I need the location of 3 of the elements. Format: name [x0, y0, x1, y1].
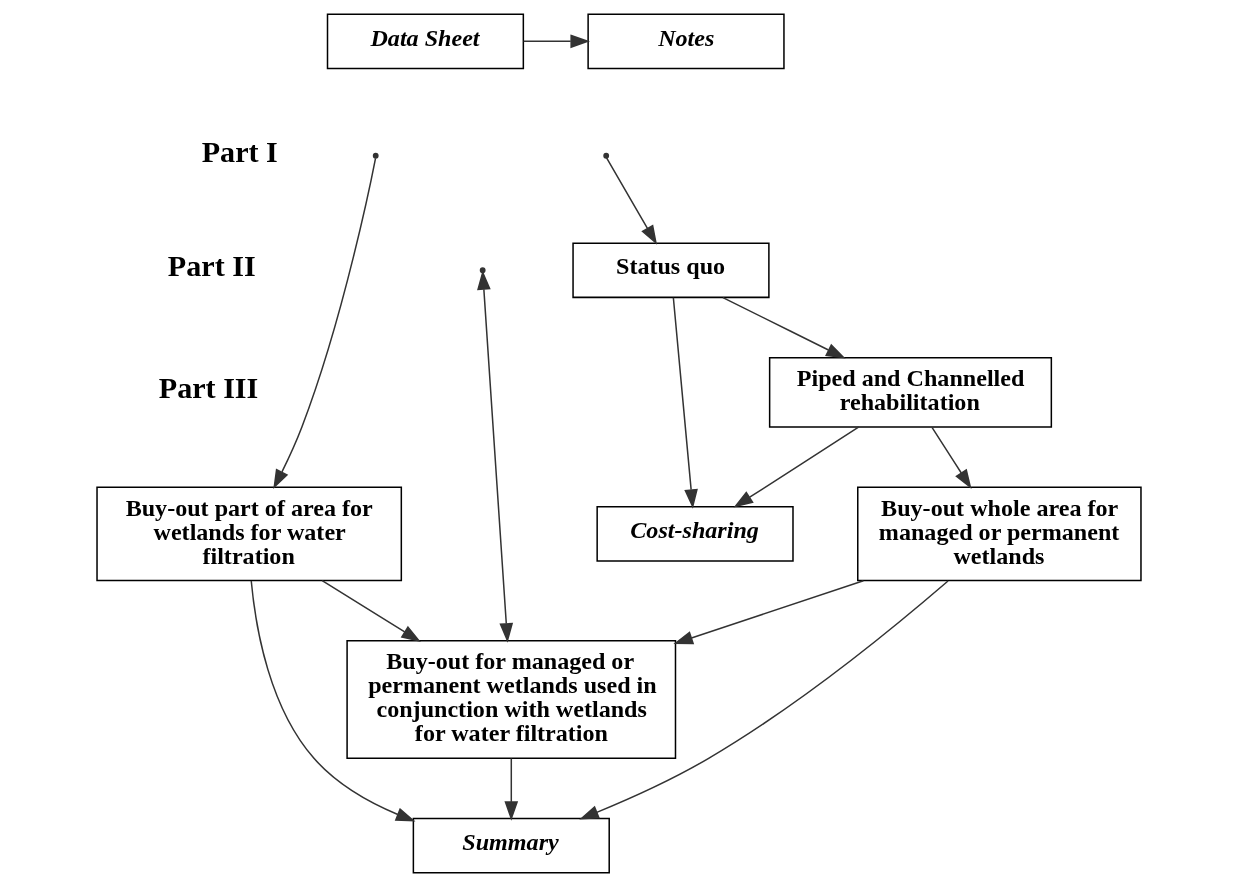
label: Part II — [167, 249, 256, 284]
label: Part III — [158, 371, 259, 406]
label: Part I — [201, 134, 278, 169]
